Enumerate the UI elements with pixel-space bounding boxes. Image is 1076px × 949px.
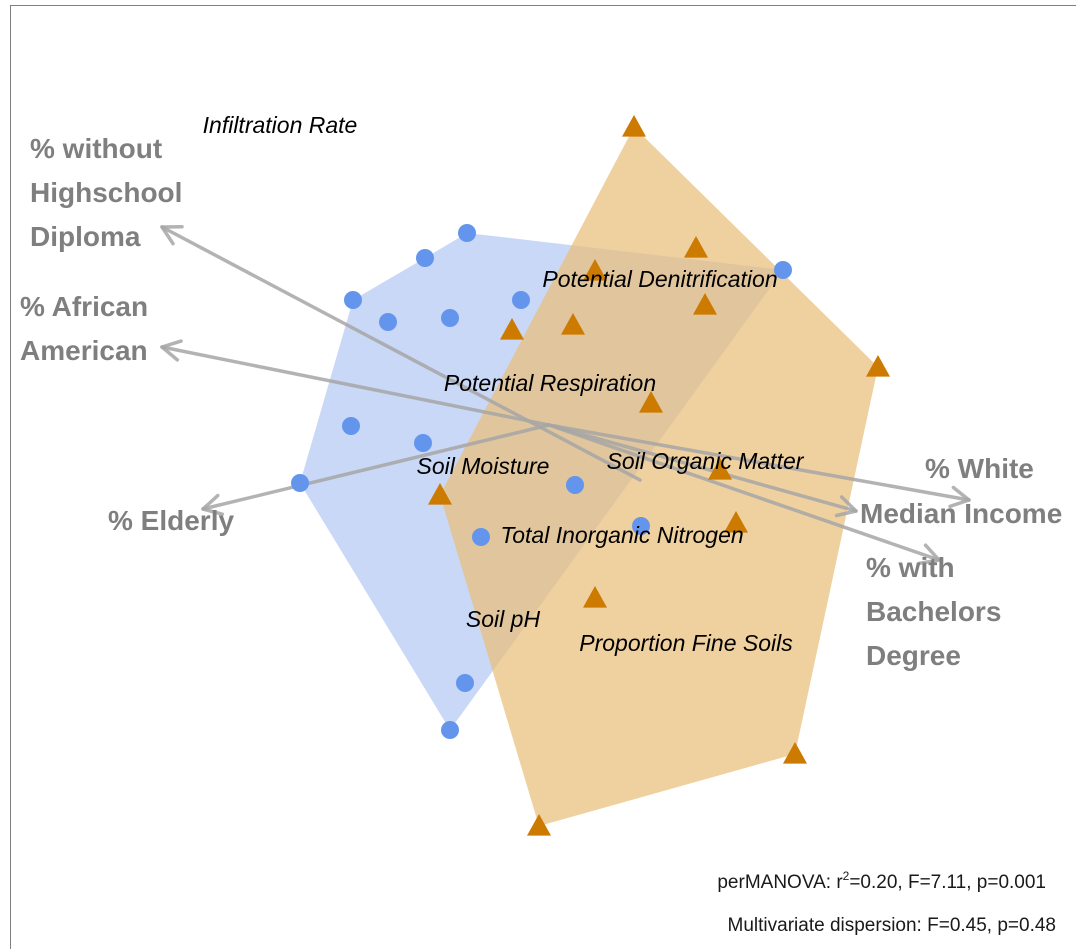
circle-point — [472, 528, 490, 546]
circle-point — [344, 291, 362, 309]
env-vector-line — [160, 345, 551, 427]
group-hulls — [300, 127, 878, 826]
triangle-point — [724, 511, 748, 533]
circle-point — [416, 249, 434, 267]
env-vector-line — [547, 423, 941, 562]
env-vector-arrowhead — [834, 495, 858, 518]
circle-point — [456, 674, 474, 692]
soil-variable-label: Potential Respiration — [444, 370, 656, 396]
circle-point — [414, 434, 432, 452]
soil-variable-label: Infiltration Rate — [203, 112, 358, 138]
soil-variable-label: Soil Organic Matter — [607, 448, 805, 474]
triangle-point — [639, 391, 663, 413]
environmental-vectors — [160, 224, 971, 566]
circle-point — [342, 417, 360, 435]
hull-triangle-group — [440, 127, 878, 826]
env-vector-line — [201, 423, 551, 511]
sample-points — [291, 115, 890, 836]
triangle-point — [428, 483, 452, 505]
circle-point — [566, 476, 584, 494]
circle-point — [458, 224, 476, 242]
triangle-point — [527, 814, 551, 836]
dispersion-stat: Multivariate dispersion: F=0.45, p=0.48 — [728, 915, 1056, 936]
triangle-point — [783, 742, 807, 764]
env-vector-arrowhead — [160, 224, 184, 246]
env-variable-label: Median Income — [860, 498, 1062, 529]
triangle-point — [583, 586, 607, 608]
triangle-point — [500, 318, 524, 340]
soil-variable-label: Total Inorganic Nitrogen — [500, 522, 743, 548]
env-vector-arrowhead — [201, 493, 225, 516]
triangle-point — [684, 236, 708, 258]
triangle-point — [693, 293, 717, 315]
env-variable-label: % White — [925, 453, 1034, 484]
soil-variable-label: Soil pH — [466, 606, 541, 632]
circle-point — [632, 517, 650, 535]
circle-point — [379, 313, 397, 331]
triangle-point — [866, 355, 890, 377]
triangle-point — [583, 259, 607, 281]
circle-point — [512, 291, 530, 309]
triangle-point — [561, 313, 585, 335]
env-vector-arrowhead — [160, 339, 183, 362]
circle-point — [441, 721, 459, 739]
env-vector-arrowhead — [917, 543, 941, 566]
triangle-point — [622, 115, 646, 137]
circle-point — [291, 474, 309, 492]
soil-variable-label: Potential Denitrification — [542, 266, 777, 292]
triangle-point — [708, 458, 732, 480]
plot-frame — [10, 5, 1076, 949]
env-variable-label: % Elderly — [108, 505, 234, 536]
circle-point — [774, 261, 792, 279]
env-vector-line — [547, 423, 971, 502]
permanova-stat: perMANOVA: r2=0.20, F=7.11, p=0.001 — [717, 869, 1046, 893]
env-vector-line — [160, 225, 642, 482]
env-vector-line — [547, 423, 858, 513]
circle-point — [441, 309, 459, 327]
soil-variable-label: Proportion Fine Soils — [579, 630, 793, 656]
env-vector-arrowhead — [948, 485, 971, 509]
soil-variable-label: Soil Moisture — [417, 453, 550, 479]
